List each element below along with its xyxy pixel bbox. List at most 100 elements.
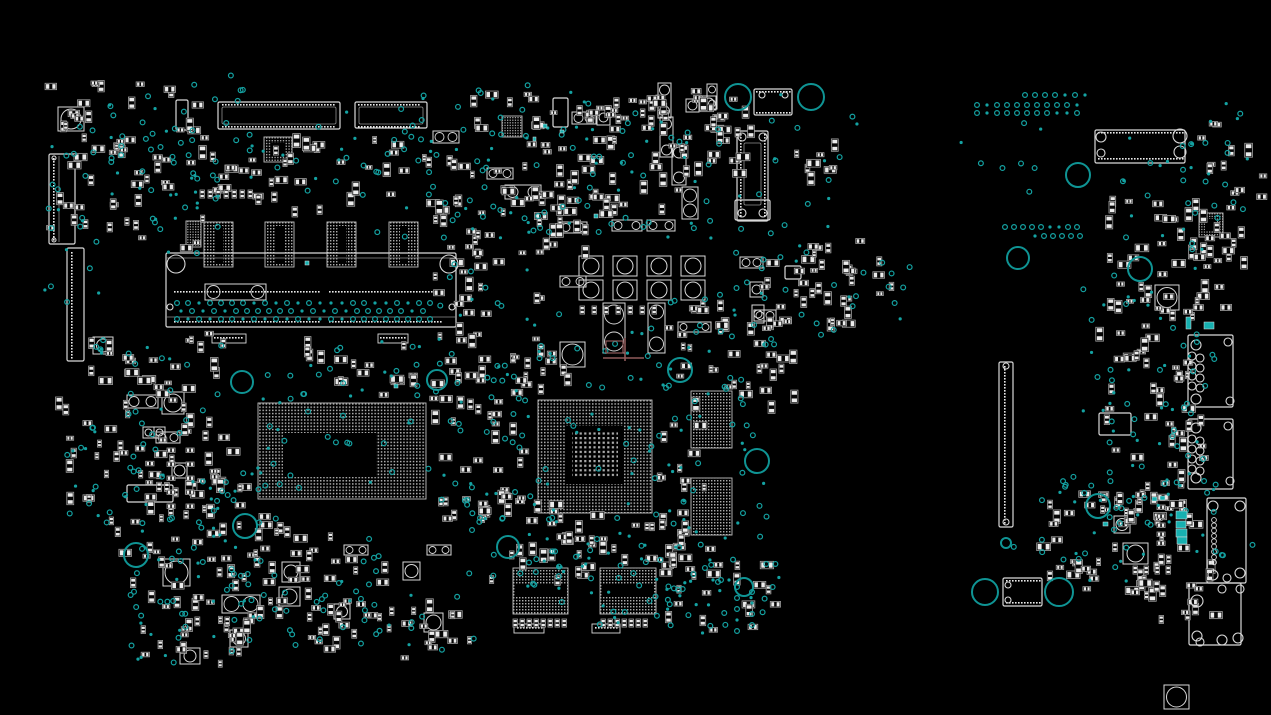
test-point[interactable]	[849, 113, 856, 120]
test-point[interactable]	[616, 188, 621, 192]
smd-part[interactable]	[346, 191, 356, 207]
test-point[interactable]	[586, 184, 593, 191]
test-point[interactable]	[365, 308, 372, 315]
test-point[interactable]	[218, 300, 225, 307]
test-point[interactable]	[344, 439, 351, 446]
test-point[interactable]	[133, 486, 140, 493]
test-point[interactable]	[427, 316, 434, 323]
smd-part[interactable]	[809, 288, 816, 299]
test-point[interactable]	[1167, 520, 1171, 524]
test-point[interactable]	[826, 224, 830, 229]
test-point[interactable]	[246, 147, 253, 154]
smd-part[interactable]	[1194, 586, 1204, 592]
test-point[interactable]	[1098, 498, 1102, 502]
test-point[interactable]	[557, 586, 561, 590]
smd-part[interactable]	[204, 451, 213, 466]
test-point[interactable]	[233, 489, 237, 493]
test-point[interactable]	[803, 249, 810, 256]
test-point[interactable]	[855, 122, 859, 126]
test-point[interactable]	[1123, 300, 1130, 307]
smd-part[interactable]	[1114, 299, 1123, 314]
test-point[interactable]	[483, 516, 487, 521]
smd-part[interactable]	[631, 522, 640, 528]
test-point[interactable]	[340, 301, 344, 305]
test-point[interactable]	[750, 601, 754, 605]
inductor-component[interactable]	[612, 279, 638, 301]
test-point[interactable]	[376, 308, 383, 315]
smd-part[interactable]	[199, 189, 205, 199]
test-point[interactable]	[420, 308, 427, 315]
test-point[interactable]	[748, 621, 755, 628]
test-point[interactable]	[532, 568, 539, 575]
test-point[interactable]	[295, 316, 302, 323]
test-point[interactable]	[1144, 192, 1151, 199]
test-point[interactable]	[497, 114, 504, 121]
inductor-component[interactable]	[612, 255, 638, 277]
test-point[interactable]	[139, 168, 146, 175]
test-point[interactable]	[122, 491, 129, 498]
smd-part[interactable]	[105, 339, 113, 352]
test-point[interactable]	[125, 350, 132, 357]
smd-part[interactable]	[602, 198, 611, 211]
test-point[interactable]	[446, 274, 453, 281]
test-point[interactable]	[636, 582, 643, 589]
test-point[interactable]	[533, 323, 537, 327]
smd-part[interactable]	[1130, 589, 1140, 596]
smd-part[interactable]	[166, 503, 176, 509]
ic-chip-5[interactable]	[1098, 412, 1132, 436]
test-point[interactable]	[448, 350, 455, 357]
test-point[interactable]	[223, 539, 227, 543]
test-point[interactable]	[314, 176, 318, 181]
inductor-component[interactable]	[680, 279, 706, 301]
test-point[interactable]	[1181, 227, 1186, 231]
test-point[interactable]	[498, 236, 503, 240]
test-point[interactable]	[1116, 520, 1123, 527]
smd-part[interactable]	[1173, 375, 1185, 382]
test-point[interactable]	[283, 607, 290, 614]
smd-part[interactable]	[554, 575, 561, 586]
smd-part[interactable]	[192, 538, 204, 546]
smd-part[interactable]	[130, 180, 144, 188]
test-point[interactable]	[1063, 101, 1070, 108]
test-point[interactable]	[93, 238, 100, 245]
test-point[interactable]	[1055, 111, 1059, 115]
test-point[interactable]	[318, 596, 325, 603]
smd-part[interactable]	[478, 355, 492, 363]
test-point[interactable]	[1162, 401, 1169, 408]
test-point[interactable]	[1131, 463, 1135, 468]
smd-part[interactable]	[163, 85, 176, 93]
test-point[interactable]	[1126, 295, 1130, 299]
smd-part[interactable]	[528, 541, 537, 556]
net-highlight[interactable]	[603, 338, 644, 361]
test-point[interactable]	[798, 311, 805, 318]
smd-part[interactable]	[152, 154, 163, 161]
edge-connector-2[interactable]	[66, 247, 85, 362]
test-point[interactable]	[670, 585, 677, 592]
test-point[interactable]	[761, 295, 768, 302]
test-point[interactable]	[1081, 489, 1088, 496]
test-point[interactable]	[83, 446, 88, 451]
usb-port-2[interactable]	[1187, 418, 1234, 490]
smd-part[interactable]	[74, 115, 85, 122]
test-point[interactable]	[1183, 400, 1190, 407]
test-point[interactable]	[368, 480, 372, 484]
test-point[interactable]	[525, 317, 529, 321]
smd-part[interactable]	[628, 97, 637, 103]
smd-part[interactable]	[548, 500, 564, 509]
test-point[interactable]	[177, 557, 184, 564]
test-point[interactable]	[1037, 224, 1044, 231]
test-point[interactable]	[91, 489, 95, 493]
smd-part[interactable]	[158, 514, 164, 523]
test-point[interactable]	[229, 300, 236, 307]
smd-part[interactable]	[465, 244, 474, 250]
test-point[interactable]	[119, 133, 126, 140]
smd-part[interactable]	[113, 450, 120, 462]
test-point[interactable]	[357, 595, 364, 602]
smd-part[interactable]	[783, 319, 792, 325]
smd-part[interactable]	[74, 204, 85, 211]
test-point[interactable]	[510, 373, 517, 380]
test-point[interactable]	[680, 498, 687, 505]
test-point[interactable]	[437, 337, 441, 341]
smd-part[interactable]	[591, 305, 597, 315]
test-point[interactable]	[464, 206, 468, 211]
